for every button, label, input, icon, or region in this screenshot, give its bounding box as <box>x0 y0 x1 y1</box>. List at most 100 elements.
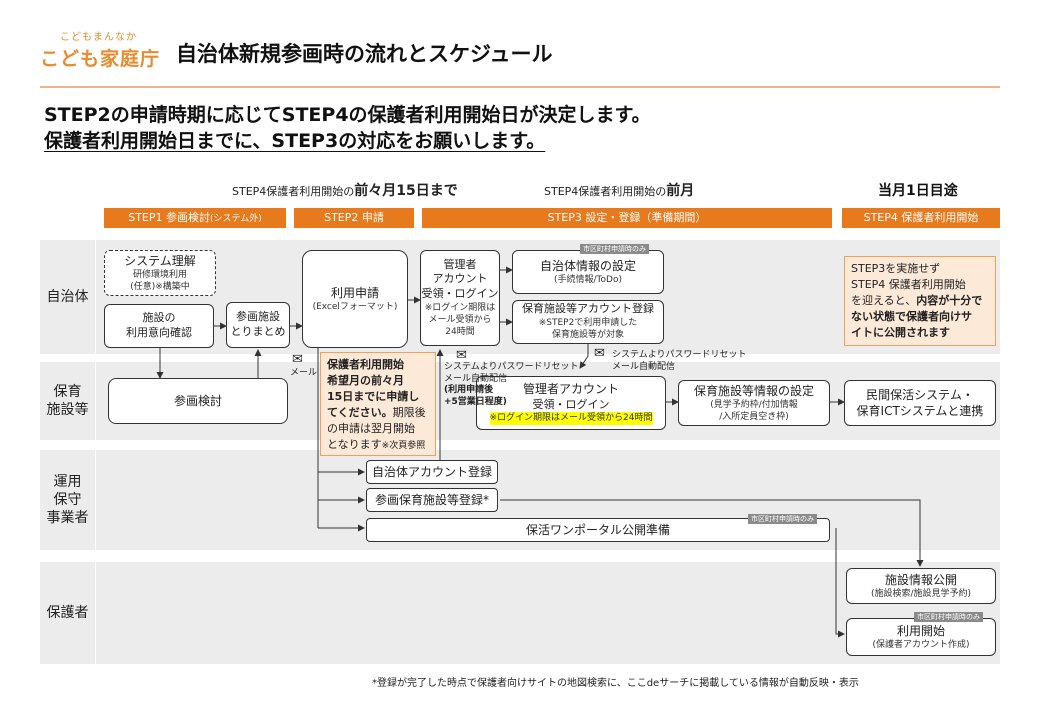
compile-l2: とりまとめ <box>230 325 286 338</box>
facility-info-sub2: /入所定員空き枠) <box>719 412 789 423</box>
logo-subtitle: こどもまんなか <box>60 32 137 43</box>
private-system-l1: 民間保活システム・ <box>866 387 974 402</box>
step4-warning-l1: STEP3を実施せず <box>851 262 941 275</box>
admin-account-note2: メール受領から <box>428 315 492 326</box>
mail-note-3: システムよりパスワードリセット メール自動配信 <box>612 350 747 373</box>
apply-sub: (Excelフォーマット) <box>312 302 398 313</box>
apply-deadline-rest2: の申請は翌月開始 <box>327 421 415 435</box>
admin-account2-l1: 管理者アカウント <box>522 382 619 397</box>
lane-label-operator-l2: 保守 <box>53 491 82 508</box>
mail-note-2: システムよりパスワードリセット メール自動配信 (利用申請後 +5営業日程度) <box>444 362 579 409</box>
step2-deadline-prefix: STEP4保護者利用開始の <box>232 185 355 198</box>
facility-publish-box: 施設情報公開 (施設検索/施設見学予約) <box>846 568 996 604</box>
usage-start-box: 利用開始 (保護者アカウント作成) <box>846 618 996 656</box>
lane-guardian <box>40 562 1000 664</box>
agency-logo: こども家庭庁 <box>40 48 161 70</box>
muni-account-reg-label: 自治体アカウント登録 <box>371 464 492 479</box>
city-only-tag: 市区町村申請時のみ <box>580 244 649 254</box>
private-system-l2: 保育ICTシステムと連携 <box>856 404 984 418</box>
step3-bar: STEP3 設定・登録（準備期間） <box>422 208 832 228</box>
private-system-box: 民間保活システム・ 保育ICTシステムと連携 <box>844 380 996 426</box>
step4-warning-l3: を迎えると、 <box>851 293 917 307</box>
mail2-l2: メール自動配信 <box>444 373 508 384</box>
title-divider <box>40 86 1000 88</box>
mail-label-1: メール <box>290 368 318 378</box>
admin-account-l3: 受領・ログイン <box>421 287 499 301</box>
apply-deadline-rest1: 期限後 <box>392 405 426 419</box>
mail3-l1: システムよりパスワードリセット <box>612 350 747 360</box>
mail3-l2: メール自動配信 <box>612 361 676 372</box>
municipality-info-box: 自治体情報の設定 (手続情報/ToDo) <box>512 250 664 294</box>
apply-deadline-bold3: 15日までに申請し <box>327 389 420 403</box>
mail2-l3: (利用申請後 <box>444 385 494 396</box>
facility-account-reg-title: 保育施設等アカウント登録 <box>522 302 654 316</box>
mail-icon: ✉ <box>292 352 303 367</box>
lane-label-operator: 運用 保守 事業者 <box>40 450 96 550</box>
step4-warning-b3: イトに公開されます <box>851 325 950 339</box>
mail-icon: ✉ <box>594 346 605 361</box>
apply-deadline-bold2: 希望月の前々月 <box>327 373 404 387</box>
admin-account-l1: 管理者 <box>443 257 477 271</box>
step3-deadline-prefix: STEP4保護者利用開始の <box>544 185 667 198</box>
mail2-l4: +5営業日程度) <box>444 397 507 408</box>
apply-deadline-bold1: 保護者利用開始 <box>327 358 404 371</box>
footnote: *登録が完了した時点で保護者向けサイトの地図検索に、ここdeサーチに掲載している… <box>372 678 859 689</box>
muni-info-sub: (手続情報/ToDo) <box>554 275 622 286</box>
step1-note: (システム外) <box>210 214 262 224</box>
step3-deadline: STEP4保護者利用開始の前月 <box>544 180 694 200</box>
step3-deadline-bold: 前月 <box>666 183 695 199</box>
step4-warning-b1: 内容が十分で <box>916 293 983 307</box>
participation-label: 参画検討 <box>173 393 222 408</box>
portal-prep-label: 保活ワンポータル公開準備 <box>525 522 670 537</box>
lane-label-operator-l1: 運用 <box>53 473 82 490</box>
participation-review-box: 参画検討 <box>108 378 288 424</box>
mail2-l1: システムよりパスワードリセット <box>444 362 579 372</box>
step4-deadline: 当月1日目途 <box>878 183 958 199</box>
lane-label-guardian: 保護者 <box>40 562 96 664</box>
apply-deadline-bold4: てください。 <box>327 405 393 419</box>
step2-bar: STEP2 申請 <box>294 208 414 228</box>
compile-facilities-box: 参画施設 とりまとめ <box>226 302 290 348</box>
lane-label-facility-l2: 施設等 <box>46 402 89 418</box>
start-title: 利用開始 <box>896 623 945 638</box>
lane-label-facility: 保育 施設等 <box>40 362 96 440</box>
admin-account2-note: ※ログイン期限はメール受領から24時間 <box>489 412 653 425</box>
step4-warning-l2: STEP4 保護者利用開始 <box>851 277 966 291</box>
step4-warning-note: STEP3を実施せず STEP4 保護者利用開始 を迎えると、内容が十分で ない… <box>844 256 996 346</box>
facility-account-reg-sub1: ※STEP2で利用申請した <box>538 318 638 329</box>
city-only-tag: 市区町村申請時のみ <box>914 612 983 622</box>
facility-reg-label: 参画保育施設等登録* <box>374 492 489 507</box>
publish-sub: (施設検索/施設見学予約) <box>870 589 972 600</box>
lead-line-1: STEP2の申請時期に応じてSTEP4の保護者利用開始日が決定します。 <box>44 104 651 126</box>
apply-deadline-rest3: となります <box>327 437 382 451</box>
step4-bar: STEP4 保護者利用開始 <box>842 208 1000 228</box>
mail-icon: ✉ <box>456 348 467 363</box>
apply-deadline-ref: ※次頁参照 <box>381 440 426 451</box>
intent-l1: 施設の <box>142 311 176 325</box>
city-only-tag: 市区町村申請時のみ <box>748 514 817 524</box>
step1-bar: STEP1 参画検討(システム外) <box>104 208 286 228</box>
start-sub: (保護者アカウント作成) <box>872 640 970 651</box>
admin-account-note3: 24時間 <box>445 327 475 338</box>
admin-account2-l2: 受領・ログイン <box>532 397 610 411</box>
step1-label: STEP1 参画検討 <box>128 211 210 224</box>
admin-account2-box: 管理者アカウント 受領・ログイン ※ログイン期限はメール受領から24時間 <box>476 376 666 430</box>
publish-title: 施設情報公開 <box>884 572 957 587</box>
apply-deadline-note: 保護者利用開始 希望月の前々月 15日までに申請し てください。期限後 の申請は… <box>320 352 436 456</box>
admin-account-note1: ※ログイン期限は <box>424 303 496 314</box>
page-title: 自治体新規参画時の流れとスケジュール <box>176 42 553 66</box>
step4-warning-b2: ない状態で保護者向けサ <box>851 309 972 323</box>
intent-check-box: 施設の 利用意向確認 <box>104 304 214 348</box>
municipality-account-registration-box: 自治体アカウント登録 <box>366 460 498 484</box>
system-understanding-l3: (任意)※構築中 <box>130 282 190 293</box>
lane-label-facility-l1: 保育 <box>53 383 82 400</box>
muni-info-title: 自治体情報の設定 <box>539 258 636 273</box>
system-understanding-title: システム理解 <box>124 253 196 268</box>
lane-label-municipality: 自治体 <box>40 240 96 354</box>
facility-info-title: 保育施設等情報の設定 <box>693 383 814 398</box>
admin-account-box: 管理者 アカウント 受領・ログイン ※ログイン期限は メール受領から 24時間 <box>420 250 500 346</box>
compile-l1: 参画施設 <box>236 310 280 324</box>
usage-application-box: 利用申請 (Excelフォーマット) <box>302 250 408 348</box>
apply-title: 利用申請 <box>330 285 379 300</box>
